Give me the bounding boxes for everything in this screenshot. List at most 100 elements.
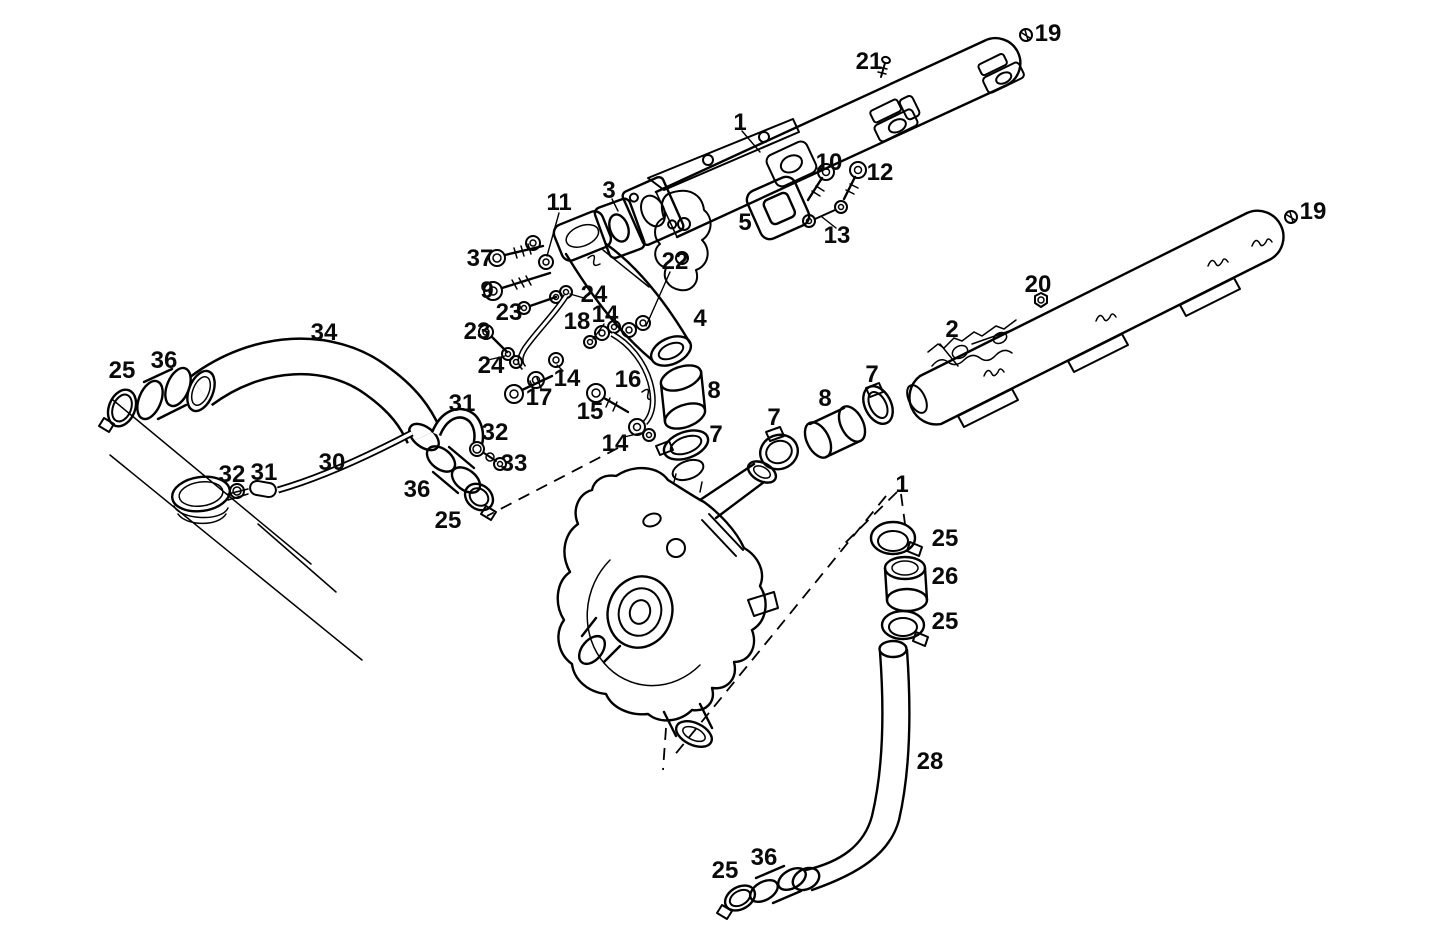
assembly-dash-lines	[486, 447, 906, 771]
eyelets-22	[621, 315, 651, 338]
pipe-16	[583, 320, 656, 442]
callout-31-right: 31	[449, 390, 476, 417]
bolt-37	[488, 243, 545, 267]
elbow-pipe-4	[552, 210, 693, 401]
clamp-25-stack-bottom	[880, 609, 929, 647]
elbow-31-left	[249, 479, 277, 499]
callout-36-bottom: 36	[751, 844, 778, 871]
callout-36-left: 36	[151, 347, 178, 374]
water-pipe-1	[621, 36, 1025, 292]
clamp-32-right	[469, 441, 485, 457]
engine-edge-lines	[109, 399, 363, 661]
clamp-25-left	[98, 388, 138, 433]
sleeve-8-right	[803, 405, 867, 459]
callout-32-left: 32	[219, 461, 246, 488]
callout-7-left: 7	[709, 421, 722, 448]
callout-26: 26	[932, 563, 959, 590]
sleeve-36-right	[425, 445, 482, 495]
callout-12: 12	[867, 159, 894, 186]
fitting-13	[802, 200, 848, 228]
callout-11: 11	[546, 189, 571, 216]
pipe-18	[517, 294, 569, 389]
callout-7-right: 7	[865, 361, 878, 388]
callout-25-right: 25	[435, 507, 462, 534]
elbow-31-right	[430, 407, 485, 445]
callout-15: 15	[577, 398, 604, 425]
plug-19-pipe2	[1284, 210, 1298, 224]
callout-leader-lines	[487, 130, 837, 438]
hose-30	[277, 429, 414, 494]
gasket-3	[593, 197, 646, 260]
washer-14-mid	[548, 352, 564, 368]
bolt-9	[483, 271, 552, 301]
callout-8-left: 8	[707, 377, 720, 404]
callout-33: 33	[501, 450, 528, 477]
callout-32-right: 32	[482, 419, 509, 446]
callout-23-lower: 23	[464, 318, 491, 345]
callout-labels: 19 21 1 3 5 10 12 13 19 20 2 11 37 9 24 …	[109, 20, 1327, 884]
washers-11	[525, 235, 554, 270]
screw-21	[877, 55, 891, 78]
callout-25-left: 25	[109, 357, 136, 384]
plug-19-pipe1	[1019, 28, 1033, 42]
banjo-bolt-23-lower	[478, 324, 523, 369]
callout-7-mid: 7	[767, 404, 780, 431]
callout-18: 18	[564, 308, 591, 335]
callout-24-lower: 24	[478, 352, 505, 379]
callout-4: 4	[693, 305, 707, 332]
callout-3: 3	[602, 177, 615, 204]
hose-28	[791, 639, 911, 892]
callout-24-upper: 24	[581, 281, 608, 308]
bolt-17	[504, 374, 554, 404]
nut-20	[1034, 292, 1048, 308]
callout-31-left: 31	[251, 459, 278, 486]
callout-19-pipe1: 19	[1035, 20, 1062, 47]
callout-10: 10	[816, 149, 843, 176]
bolt-33	[483, 452, 507, 471]
callout-34: 34	[311, 319, 338, 346]
callout-1-pipe1: 1	[733, 109, 746, 136]
callout-37: 37	[467, 245, 494, 272]
callout-14-mid: 14	[554, 365, 581, 392]
callout-19-pipe2: 19	[1300, 198, 1327, 225]
sleeve-36-bottom	[749, 864, 807, 905]
clamp-7-right	[862, 382, 894, 425]
sleeve-8-left	[659, 364, 707, 430]
callout-30: 30	[319, 449, 346, 476]
clamp-25-right	[463, 482, 497, 521]
hose-34	[186, 337, 442, 452]
sleeve-36-left	[136, 366, 192, 421]
callout-16: 16	[615, 366, 642, 393]
callout-36-right: 36	[404, 476, 431, 503]
callout-25-stack-bottom: 25	[932, 608, 959, 635]
clamp-7-mid	[759, 426, 799, 471]
callout-23-upper: 23	[496, 299, 523, 326]
water-pipe-2	[906, 209, 1285, 428]
pump-inlet-ring	[671, 458, 705, 482]
callout-14-bottom: 14	[602, 430, 629, 457]
pipe1-saddle-clamp-mid	[869, 95, 921, 143]
callout-28: 28	[917, 748, 944, 775]
callout-13: 13	[824, 222, 851, 249]
callout-8-right: 8	[818, 385, 831, 412]
sleeve-26	[883, 555, 929, 613]
gasket-5	[745, 175, 811, 241]
callout-17: 17	[526, 384, 553, 411]
callout-2-pipe2: 2	[945, 316, 958, 343]
bolt-12	[842, 161, 867, 201]
callout-5: 5	[738, 209, 751, 236]
clamp-32-left	[229, 483, 245, 499]
clamp-25-stack-top	[869, 520, 923, 557]
callout-25-bottom: 25	[712, 857, 739, 884]
callout-20: 20	[1025, 271, 1052, 298]
callout-22: 22	[662, 248, 689, 275]
callout-14-top: 14	[592, 301, 619, 328]
callout-9: 9	[480, 277, 493, 304]
pipe1-saddle-clamp-end	[977, 53, 1025, 94]
bolt-15	[586, 383, 630, 414]
callout-21: 21	[856, 48, 883, 75]
clamp-25-bottom	[716, 884, 757, 920]
bolt-10	[806, 163, 835, 202]
